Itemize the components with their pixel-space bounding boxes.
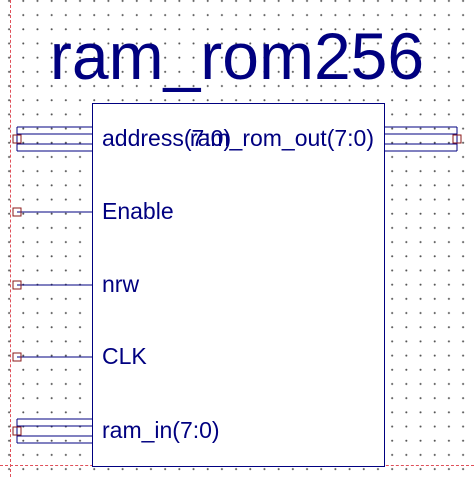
left-guide-line xyxy=(10,0,11,477)
component-body[interactable] xyxy=(92,103,385,467)
input-pin-label-ram-in: ram_in(7:0) xyxy=(102,417,220,443)
output-pin-0-connector xyxy=(452,134,462,144)
input-pin-1-connector xyxy=(12,207,22,217)
input-pin-label-clk: CLK xyxy=(102,343,147,369)
input-pin-4-connector xyxy=(12,426,22,436)
component-title: ram_rom256 xyxy=(49,19,425,93)
input-pin-label-enable: Enable xyxy=(102,198,174,224)
input-pin-label-address: address(7:0) xyxy=(102,125,232,151)
input-pin-label-nrw: nrw xyxy=(102,271,140,297)
input-pin-2-connector xyxy=(12,280,22,290)
input-pin-3-connector xyxy=(12,352,22,362)
input-pin-0-connector xyxy=(12,134,22,144)
output-pin-label-ram-rom-out: ram_rom_out(7:0) xyxy=(189,125,374,151)
